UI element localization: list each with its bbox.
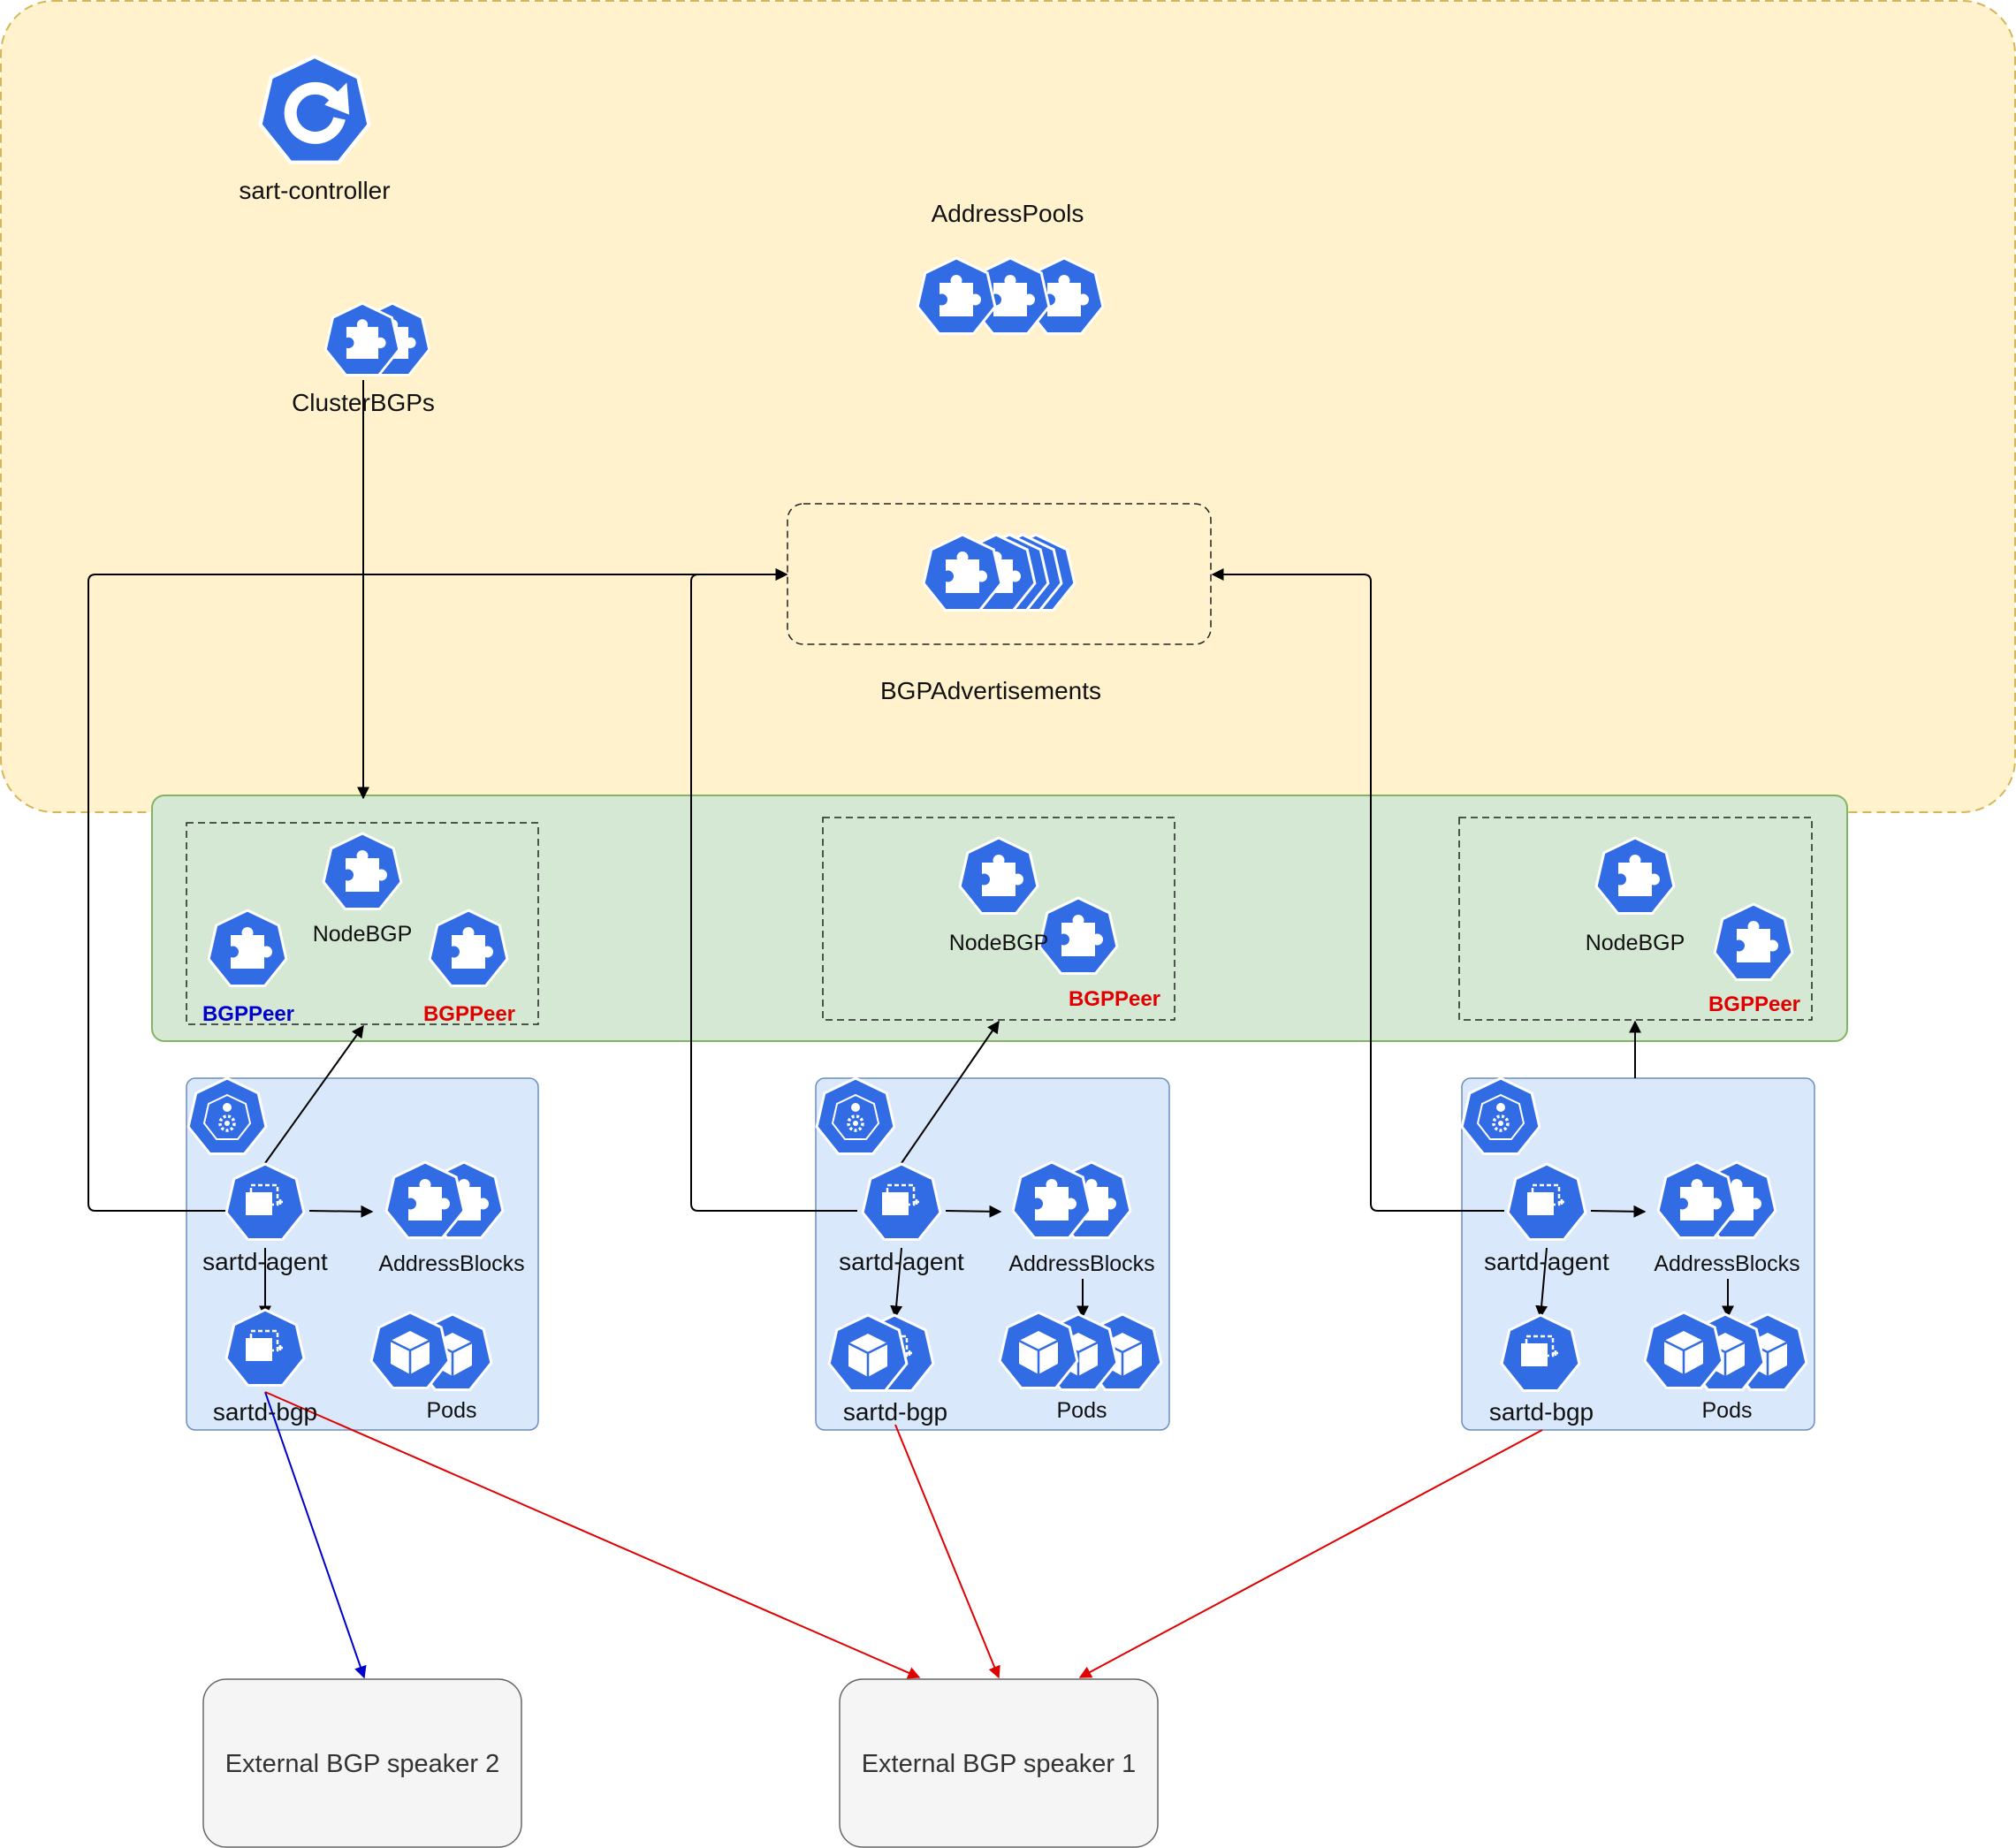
bgppeer-2-label: BGPPeer	[1069, 987, 1160, 1011]
cluster-bgps-icon	[325, 303, 429, 375]
address-blocks-1-label: AddressBlocks	[378, 1251, 524, 1276]
nodebgp-group-1	[186, 822, 539, 1025]
address-blocks-3-icon	[1658, 1162, 1776, 1238]
address-pools-label: AddressPools	[932, 200, 1084, 227]
nodebgp-zone	[151, 795, 1848, 1042]
nodebgp-group-3	[1458, 817, 1813, 1021]
address-blocks-1-icon	[386, 1162, 503, 1238]
cluster-bgps-label: ClusterBGPs	[292, 389, 435, 416]
nodebgp-2-label: NodeBGP	[949, 931, 1049, 955]
bgppeer-3-label: BGPPeer	[1708, 992, 1800, 1016]
bgppeer-1b-label: BGPPeer	[423, 1002, 515, 1026]
sartd-agent-1-label: sartd-agent	[202, 1248, 328, 1275]
pods-1-icon	[371, 1312, 491, 1390]
bgp-sessions	[264, 1391, 1543, 1679]
external-speaker-1-label: External BGP speaker 1	[862, 1750, 1137, 1778]
pods-3-icon	[1645, 1312, 1807, 1390]
nodebgp-3-label: NodeBGP	[1586, 931, 1685, 955]
address-blocks-3-label: AddressBlocks	[1654, 1251, 1799, 1276]
external-speaker-2-label: External BGP speaker 2	[225, 1750, 500, 1778]
sartd-bgp-1-label: sartd-bgp	[213, 1398, 317, 1426]
bgppeer-1a-label: BGPPeer	[202, 1002, 294, 1026]
pods-2-label: Pods	[1057, 1398, 1107, 1423]
pods-1-label: Pods	[427, 1398, 477, 1423]
pods-3-label: Pods	[1702, 1398, 1753, 1423]
bgp-advertisements-icon	[924, 535, 1075, 611]
address-blocks-2-icon	[1013, 1162, 1130, 1238]
external-speaker-1-box	[839, 1678, 1159, 1848]
address-pools-icon	[917, 258, 1103, 334]
sartd-agent-2-label: sartd-agent	[839, 1248, 964, 1275]
external-speaker-2-box	[202, 1678, 522, 1848]
nodebgp-group-2	[822, 817, 1175, 1021]
address-blocks-2-label: AddressBlocks	[1008, 1251, 1154, 1276]
controller-label: sart-controller	[239, 177, 390, 204]
sartd-agent-3-label: sartd-agent	[1484, 1248, 1609, 1275]
bgp-advertisements-label: BGPAdvertisements	[880, 677, 1101, 704]
pods-2-icon	[1000, 1312, 1161, 1390]
sartd-bgp-3-label: sartd-bgp	[1489, 1398, 1594, 1426]
sartd-bgp-2-label: sartd-bgp	[843, 1398, 947, 1426]
nodebgp-1-label: NodeBGP	[313, 922, 413, 947]
connectors	[87, 380, 1734, 1319]
sartd-bgp-2-icon	[829, 1315, 933, 1391]
bgp-advertisements-group	[787, 503, 1212, 645]
